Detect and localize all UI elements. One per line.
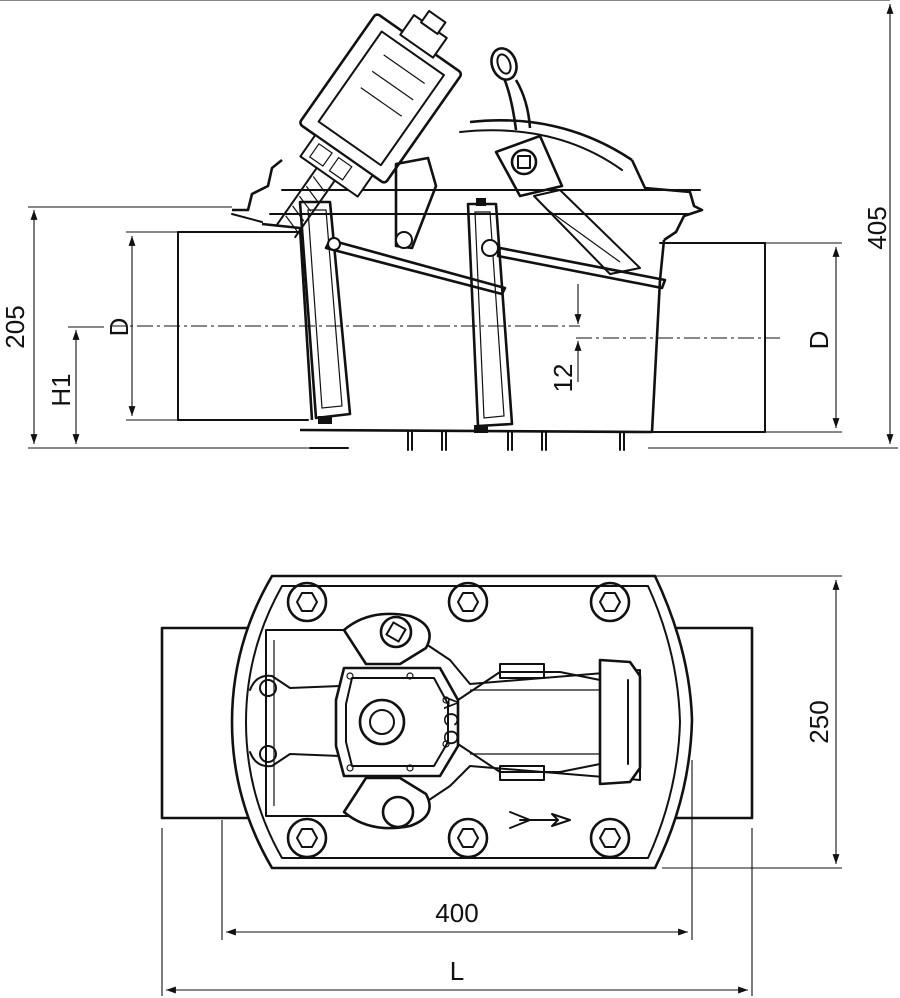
bolt-icon <box>447 581 489 623</box>
dim-body-length: 400 <box>226 898 688 936</box>
top-housing-outline <box>230 574 694 870</box>
cam-mechanism <box>494 134 641 275</box>
bolt-icon <box>589 817 631 859</box>
dim-overall-height: 405 <box>862 4 894 444</box>
dim-d-inlet: D <box>104 236 136 416</box>
manual-handle <box>490 47 532 131</box>
central-plate: ACO <box>334 666 461 778</box>
dim-width: 250 <box>804 580 840 864</box>
actuator-unit <box>276 9 463 239</box>
bolt-icon <box>286 581 328 623</box>
dim-offset: 12 <box>548 284 582 393</box>
pivot-lever <box>394 156 438 250</box>
bolt-icon <box>589 581 631 623</box>
middle-flap <box>466 198 514 433</box>
dim-d-outlet: D <box>804 246 840 428</box>
side-view: 405 205 H1 D D 12 <box>0 0 898 451</box>
top-arms <box>457 663 601 781</box>
lever-arms <box>324 237 667 296</box>
left-flap <box>298 200 352 424</box>
flow-arrow-icon <box>509 811 571 829</box>
dim-inlet-height: 205 <box>0 210 38 444</box>
dim-overall-length: L <box>166 956 748 994</box>
dim-405-label: 405 <box>862 206 892 249</box>
dim-250-label: 250 <box>804 700 834 743</box>
dim-12-label: 12 <box>548 364 578 393</box>
dim-h1-label: H1 <box>46 373 76 406</box>
top-view: ACO 250 <box>160 574 842 996</box>
bolts <box>286 581 631 859</box>
dim-205-label: 205 <box>0 305 30 348</box>
dim-d-outlet-label: D <box>804 331 834 350</box>
dim-d-inlet-label: D <box>104 318 134 337</box>
clamp-bottom <box>342 776 431 830</box>
top-actuator <box>598 658 642 786</box>
dim-400-label: 400 <box>435 898 478 928</box>
bolt-icon <box>447 817 489 859</box>
dim-h1: H1 <box>46 330 80 444</box>
brand-label: ACO <box>439 696 461 748</box>
bolt-icon <box>286 817 328 859</box>
dim-l-label: L <box>450 956 464 986</box>
clamp-top <box>342 612 431 666</box>
